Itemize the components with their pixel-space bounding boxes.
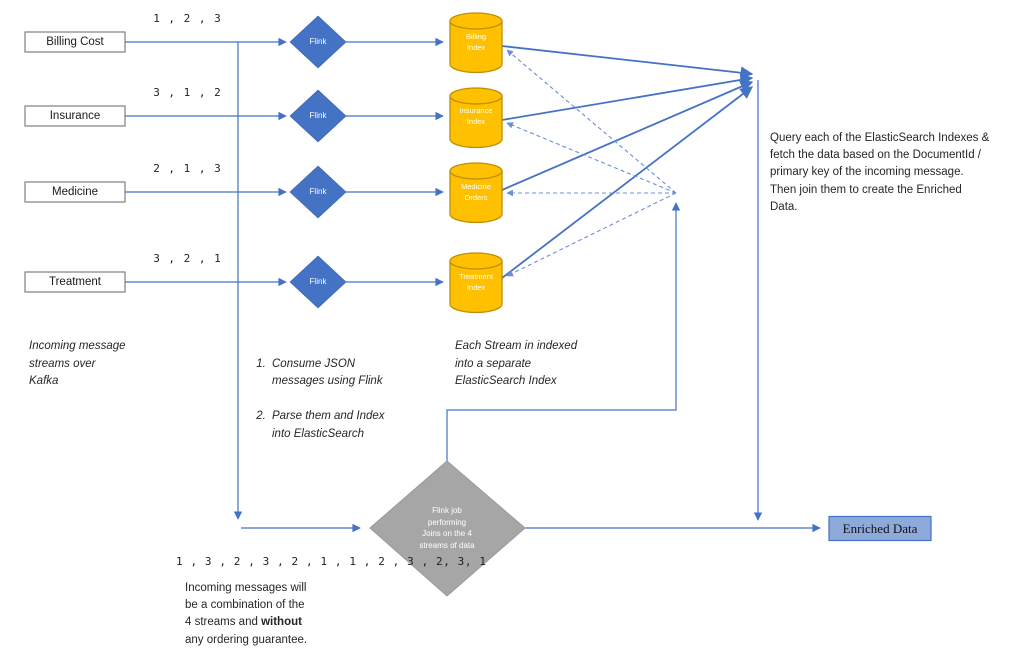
flink-diamond-label: Flink — [309, 37, 327, 46]
sequence-label: 1 , 2 , 3 — [153, 12, 222, 25]
flink-diamond — [289, 255, 347, 309]
kafka-note: Incoming message streams over Kafka — [29, 340, 126, 387]
source-box-treatment — [24, 271, 126, 293]
index-cylinder-insurance-top — [449, 87, 503, 105]
source-box-label: Insurance — [49, 110, 101, 122]
sequence-label: 3 , 1 , 2 — [153, 86, 222, 99]
flink-diamond — [289, 15, 347, 69]
index-fetch-connector — [501, 73, 754, 121]
source-box-insurance — [24, 105, 126, 127]
index-cylinder-label: Treatment Index — [459, 272, 493, 292]
query-index-dashed-connector — [506, 49, 677, 194]
query-note: Query each of the ElasticSearch Indexes … — [770, 132, 990, 213]
flink-diamond — [289, 165, 347, 219]
query-index-dashed-connector — [506, 122, 677, 194]
enriched-data-box — [828, 515, 932, 542]
sequence-label: 2 , 1 , 3 — [153, 162, 222, 175]
index-cylinder-label: Medicine Orders — [460, 182, 491, 202]
flink-step-item: Consume JSON messages using Flink — [269, 356, 385, 391]
sequence-label: 3 , 2 , 1 — [153, 252, 222, 265]
index-cylinder-label: Insurance Index — [459, 106, 493, 126]
flink-steps-list: Consume JSON messages using Flink Parse … — [252, 338, 385, 461]
index-cylinder-medicine-top — [449, 162, 503, 180]
index-cylinder-medicine — [449, 171, 503, 224]
index-cylinder-treatment-top — [449, 252, 503, 270]
index-cylinder-label: Billing Index — [465, 32, 486, 52]
mixed-sequence-label: 1 , 3 , 2 , 3 , 2 , 1 , 1 , 2 , 3 , 2, 3… — [176, 555, 487, 568]
flink-diamond — [289, 89, 347, 143]
index-cylinder-treatment — [449, 261, 503, 314]
index-fetch-connector — [501, 86, 754, 279]
ordering-note-prefix: Incoming messages will be a combination … — [185, 582, 307, 629]
join-diamond-label: Flink job performing Joins on the 4 stre… — [419, 506, 475, 550]
index-cylinder-billing-top — [449, 12, 503, 30]
source-box-label: Treatment — [49, 276, 101, 288]
source-box-billing-cost — [24, 31, 126, 53]
join-diamond — [369, 460, 526, 597]
index-cylinder-insurance — [449, 96, 503, 149]
join-to-query-fanout-connector — [446, 202, 681, 461]
ordering-note-bold: without — [261, 616, 302, 629]
source-box-label: Billing Cost — [46, 36, 104, 48]
ordering-note: Incoming messages will be a combination … — [185, 580, 355, 649]
elasticsearch-note: Each Stream in indexed into a separate E… — [455, 340, 578, 387]
flink-diamond-label: Flink — [309, 277, 327, 286]
index-fetch-connector — [501, 45, 754, 79]
flink-diamond-label: Flink — [309, 187, 327, 196]
enriched-data-label: Enriched Data — [842, 521, 918, 536]
index-fetch-connector — [501, 80, 754, 191]
flink-step-item: Parse them and Index into ElasticSearch — [269, 408, 385, 443]
source-box-medicine — [24, 181, 126, 203]
ordering-note-suffix: any ordering guarantee. — [185, 633, 308, 646]
flink-diamond-label: Flink — [309, 111, 327, 120]
source-box-label: Medicine — [51, 186, 99, 198]
index-cylinder-billing — [449, 21, 503, 74]
query-index-dashed-connector — [506, 192, 677, 277]
